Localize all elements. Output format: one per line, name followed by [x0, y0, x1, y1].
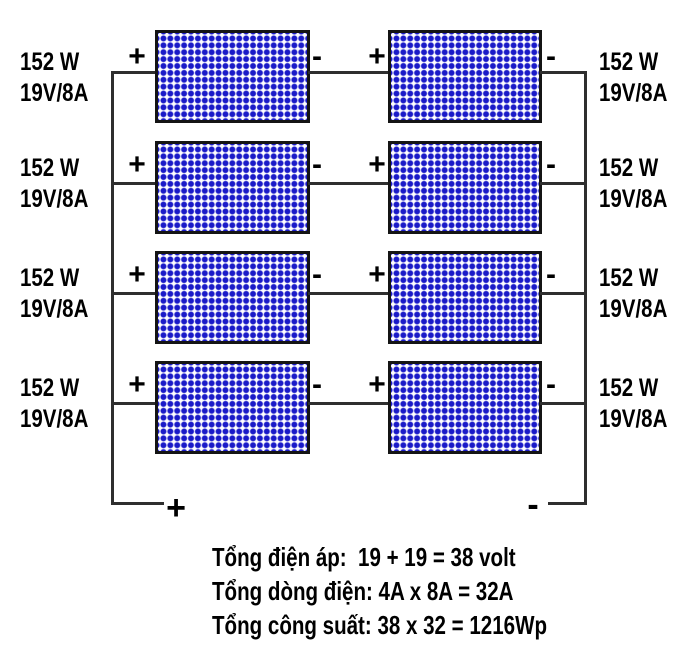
summary-total-power: Tổng công suất: 38 x 32 = 1216Wp: [212, 610, 548, 640]
polarity-minus-sign: -: [312, 148, 322, 181]
spec-voltage-current: 19V/8A: [599, 185, 668, 213]
output-wire-negative: [548, 502, 587, 505]
panel-spec-left-row1: 152 W 19V/8A: [20, 47, 110, 109]
wire-segment: [308, 292, 390, 295]
spec-power: 152 W: [20, 264, 80, 292]
solar-panel: [388, 251, 542, 344]
solar-panel: [155, 361, 310, 454]
panel-spec-right-row3: 152 W 19V/8A: [599, 263, 689, 325]
output-wire-positive: [111, 502, 164, 505]
spec-power: 152 W: [20, 48, 80, 76]
polarity-minus-sign: -: [312, 40, 322, 73]
spec-power: 152 W: [20, 154, 80, 182]
wire-segment: [111, 402, 157, 405]
solar-panel: [388, 30, 542, 123]
solar-panel: [155, 30, 310, 123]
bus-wire-left: [111, 71, 114, 505]
spec-power: 152 W: [599, 48, 659, 76]
panel-spec-left-row4: 152 W 19V/8A: [20, 373, 110, 435]
wire-segment: [308, 71, 390, 74]
polarity-plus-sign: +: [368, 368, 386, 401]
polarity-minus-sign: -: [546, 40, 556, 73]
panel-spec-right-row4: 152 W 19V/8A: [599, 373, 689, 435]
panel-spec-right-row2: 152 W 19V/8A: [599, 153, 689, 215]
spec-power: 152 W: [20, 374, 80, 402]
polarity-plus-sign: +: [368, 258, 386, 291]
wire-segment: [111, 71, 157, 74]
spec-power: 152 W: [599, 374, 659, 402]
polarity-plus-sign: +: [128, 368, 146, 401]
bus-wire-right: [584, 71, 587, 505]
polarity-minus-sign: -: [546, 258, 556, 291]
panel-spec-left-row2: 152 W 19V/8A: [20, 153, 110, 215]
polarity-plus-sign: +: [128, 148, 146, 181]
spec-voltage-current: 19V/8A: [20, 79, 89, 107]
spec-voltage-current: 19V/8A: [599, 79, 668, 107]
spec-voltage-current: 19V/8A: [20, 405, 89, 433]
solar-panel: [155, 141, 310, 234]
wire-segment: [308, 402, 390, 405]
wire-segment: [308, 182, 390, 185]
spec-voltage-current: 19V/8A: [20, 295, 89, 323]
spec-voltage-current: 19V/8A: [599, 295, 668, 323]
wire-segment: [540, 402, 587, 405]
panel-spec-left-row3: 152 W 19V/8A: [20, 263, 110, 325]
totals-summary: Tổng điện áp: 19 + 19 = 38 volt Tổng dòn…: [212, 540, 636, 642]
polarity-minus-sign: -: [312, 368, 322, 401]
panel-spec-right-row1: 152 W 19V/8A: [599, 47, 689, 109]
wire-segment: [540, 182, 587, 185]
array-negative-terminal: -: [527, 486, 539, 524]
wire-segment: [540, 292, 587, 295]
polarity-plus-sign: +: [368, 40, 386, 73]
polarity-minus-sign: -: [546, 368, 556, 401]
solar-panel: [155, 251, 310, 344]
spec-voltage-current: 19V/8A: [599, 405, 668, 433]
wire-segment: [111, 182, 157, 185]
solar-panel: [388, 361, 542, 454]
polarity-minus-sign: -: [312, 258, 322, 291]
spec-power: 152 W: [599, 264, 659, 292]
polarity-plus-sign: +: [368, 148, 386, 181]
spec-power: 152 W: [599, 154, 659, 182]
wire-segment: [540, 71, 587, 74]
array-positive-terminal: +: [166, 489, 186, 527]
solar-panel: [388, 141, 542, 234]
summary-total-voltage: Tổng điện áp: 19 + 19 = 38 volt: [212, 542, 516, 572]
wire-segment: [111, 292, 157, 295]
summary-total-current: Tổng dòng điện: 4A x 8A = 32A: [212, 576, 514, 606]
polarity-minus-sign: -: [546, 148, 556, 181]
spec-voltage-current: 19V/8A: [20, 185, 89, 213]
polarity-plus-sign: +: [128, 40, 146, 73]
polarity-plus-sign: +: [128, 258, 146, 291]
